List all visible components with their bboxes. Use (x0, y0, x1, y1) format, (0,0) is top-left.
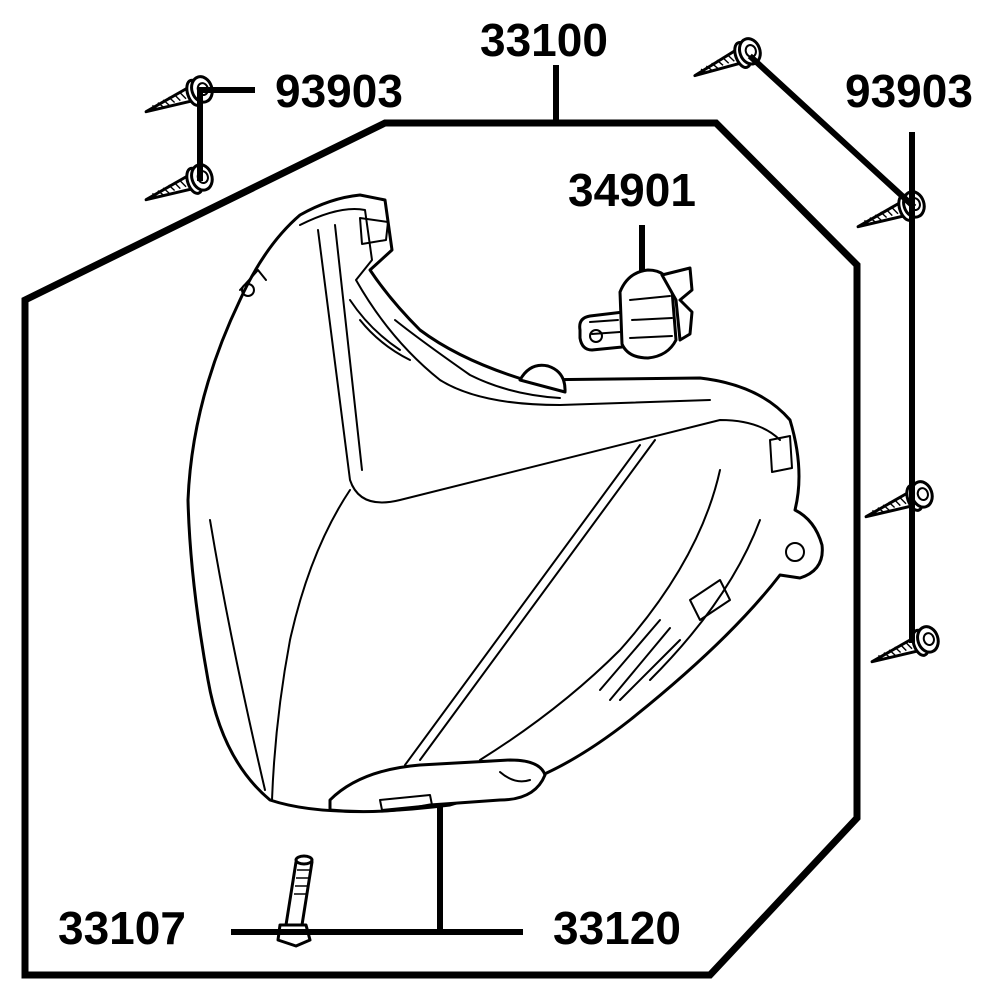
screw-icon (139, 160, 218, 211)
screw-left-group (139, 72, 255, 211)
label-bracket: 33120 (553, 902, 681, 954)
label-screw-left: 93903 (275, 65, 403, 117)
screw-icon (139, 72, 218, 123)
screw-icon (859, 477, 938, 528)
label-bolt: 33107 (58, 902, 186, 954)
headlight-bulb-icon (578, 225, 694, 360)
screw-icon (865, 622, 944, 673)
assembly-frame (21, 119, 861, 979)
screw-left-leader (197, 87, 255, 181)
label-screw-right: 93903 (845, 65, 973, 117)
label-assembly: 33100 (480, 14, 608, 66)
headlight-assembly-icon (186, 193, 824, 814)
screw-right-leader (747, 53, 917, 643)
label-bulb: 34901 (568, 164, 696, 216)
screw-right-group (687, 34, 944, 673)
screw-icon (851, 187, 930, 238)
